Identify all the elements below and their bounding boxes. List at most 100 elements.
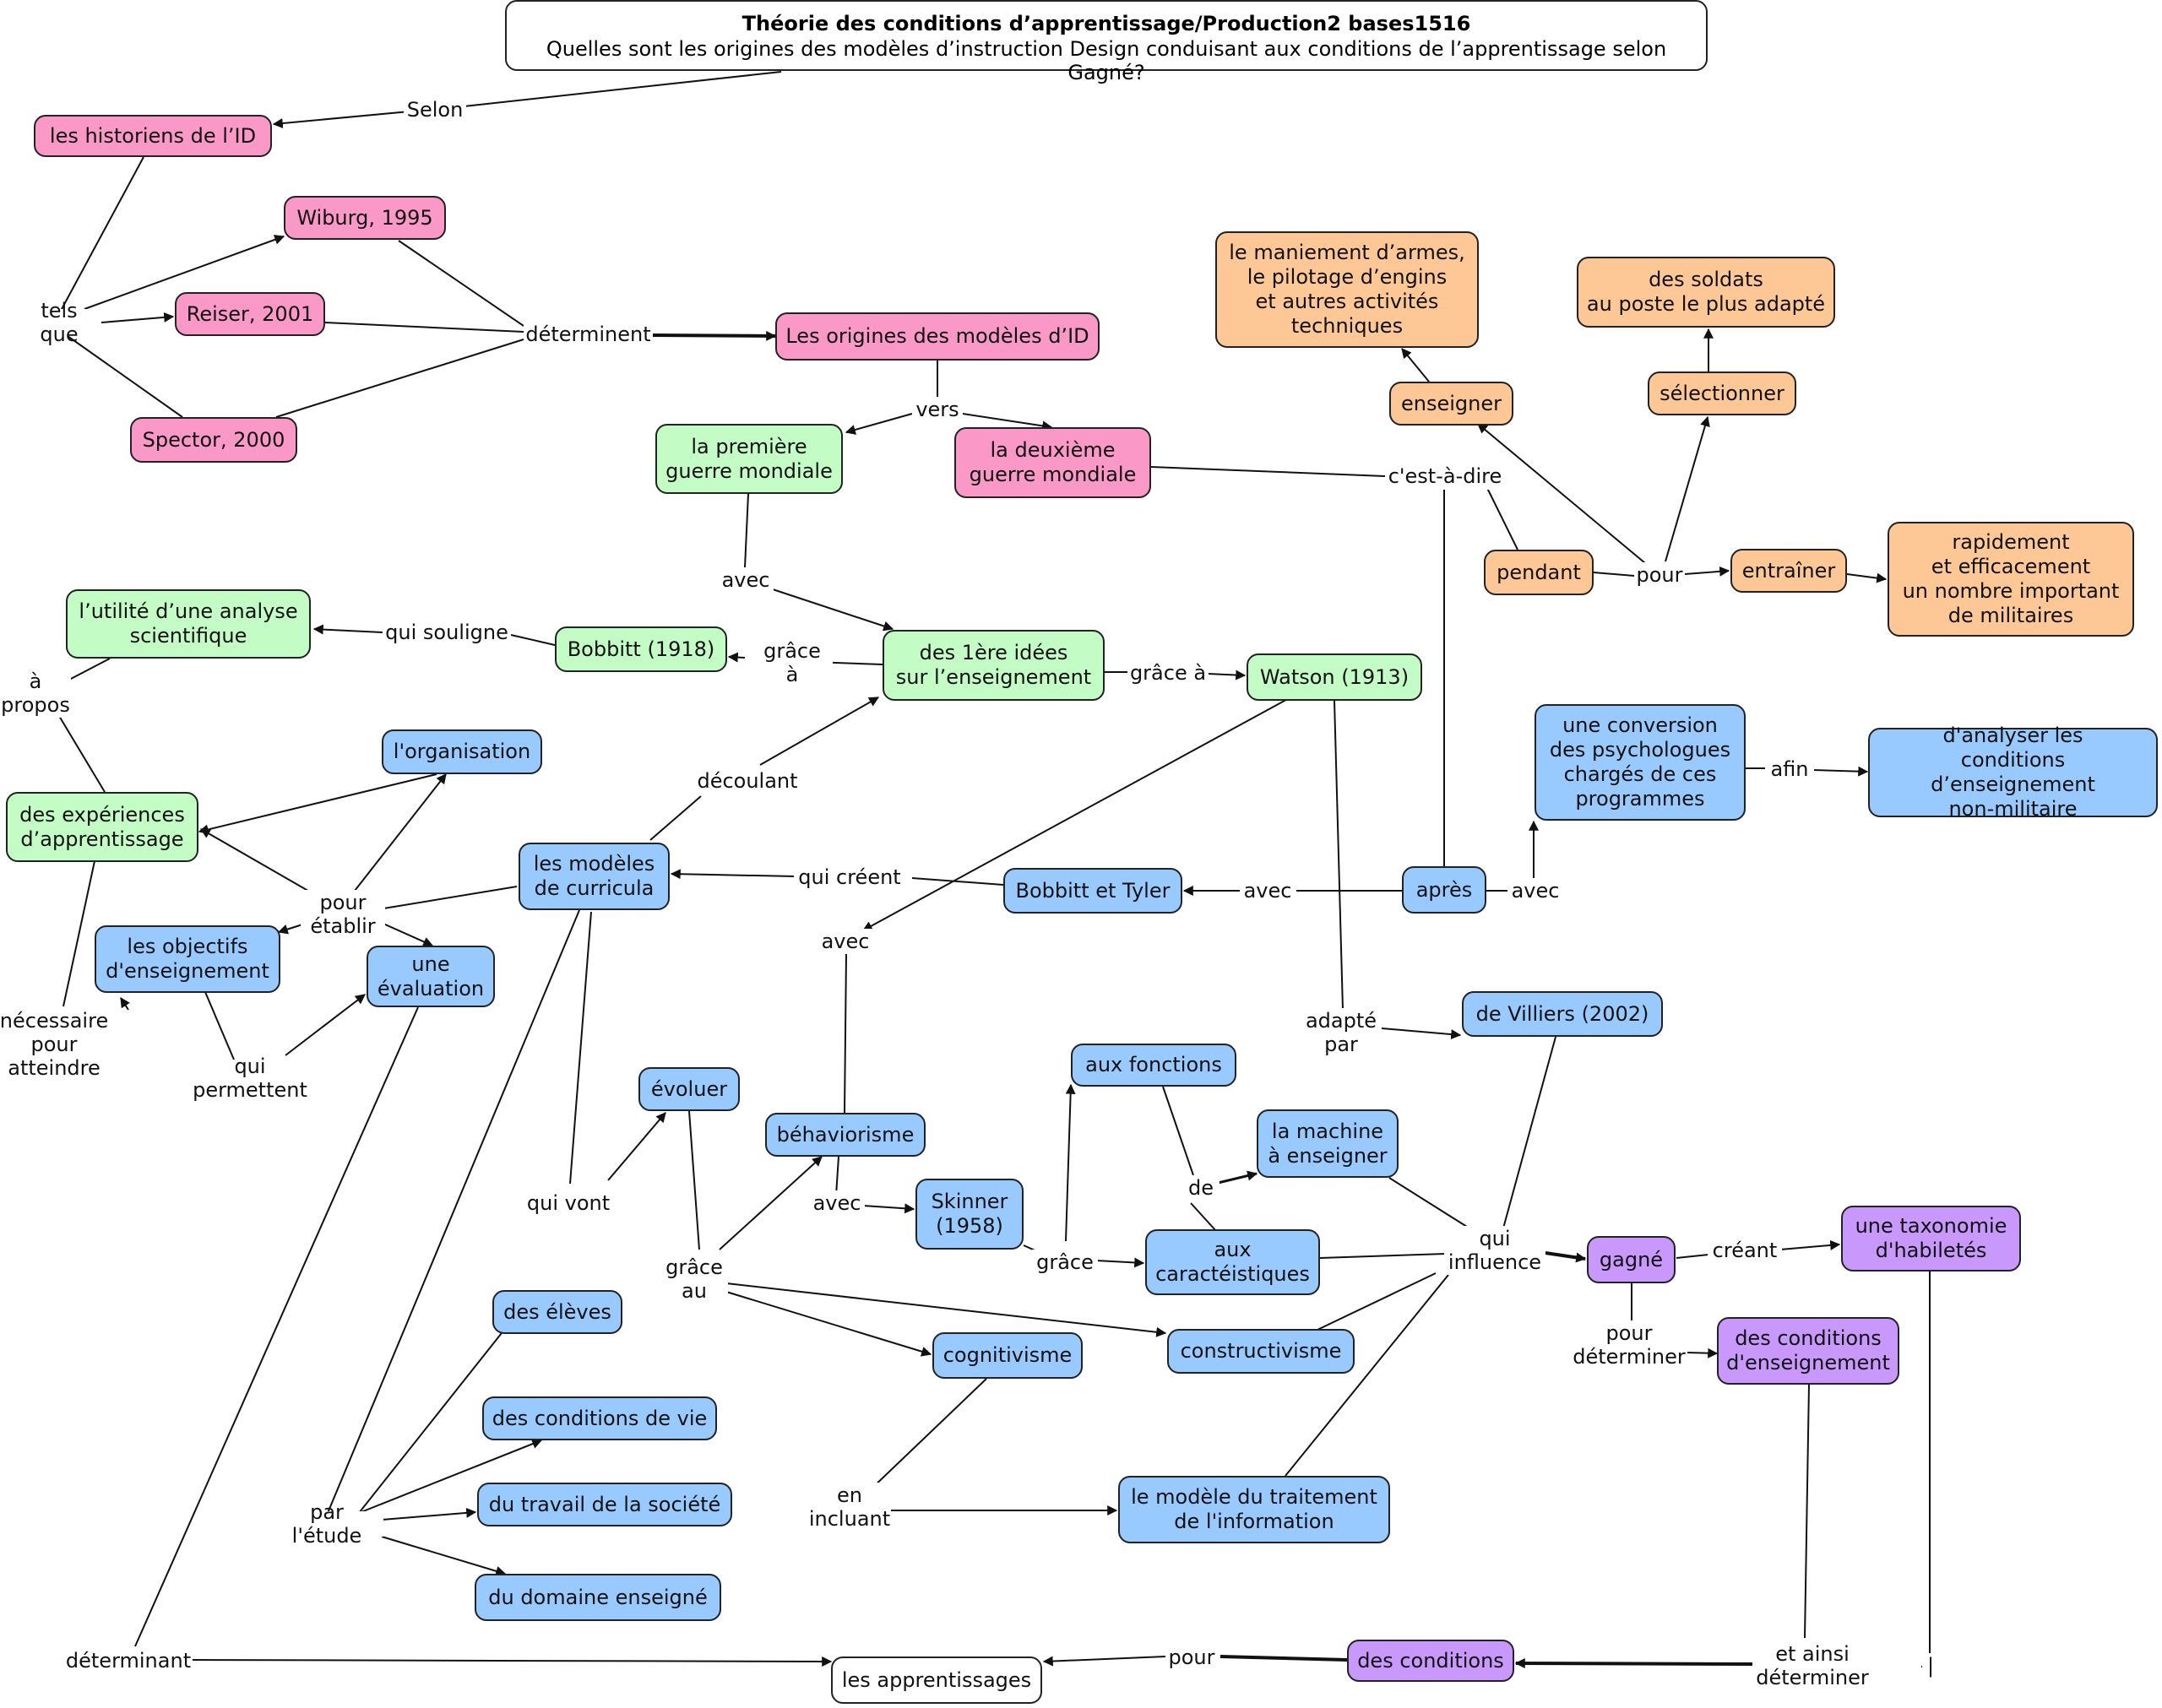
concept-origines[interactable]: Les origines des modèles d’ID xyxy=(775,312,1100,361)
concept-analyser[interactable]: d'analyser les conditions d’enseignement… xyxy=(1868,724,2158,821)
link-et-ainsi-determiner: et ainsi déterminer xyxy=(1752,1641,1872,1690)
link-line xyxy=(869,1378,987,1491)
link-line xyxy=(510,634,556,646)
link-line xyxy=(327,909,580,1514)
concept-conditions-enseignement[interactable]: des conditions d'enseignement xyxy=(1717,1317,1899,1385)
concept-evaluation[interactable]: une évaluation xyxy=(367,946,495,1007)
link-creant: créant xyxy=(1708,1238,1782,1263)
link-line xyxy=(1095,1257,1145,1268)
concept-evoluer[interactable]: évoluer xyxy=(638,1067,740,1111)
concept-taxonomie[interactable]: une taxonomie d'habiletés xyxy=(1841,1206,2021,1272)
concept-spector[interactable]: Spector, 2000 xyxy=(130,417,297,463)
link-line xyxy=(275,339,524,418)
concept-gagne[interactable]: gagné xyxy=(1587,1236,1676,1283)
concept-traitement-information[interactable]: le modèle du traitement de l'information xyxy=(1118,1476,1390,1543)
link-line xyxy=(312,624,383,635)
link-a-propos: à propos xyxy=(0,669,71,718)
link-line xyxy=(381,1536,507,1576)
concept-reiser[interactable]: Reiser, 2001 xyxy=(175,292,325,336)
link-line xyxy=(1401,348,1430,382)
concept-historiens[interactable]: les historiens de l’ID xyxy=(34,115,272,157)
concept-soldats[interactable]: des soldats au poste le plus adapté xyxy=(1577,257,1835,328)
concept-experiences[interactable]: des expériences d’apprentissage xyxy=(6,792,198,862)
concept-maniement[interactable]: le maniement d’armes, le pilotage d’engi… xyxy=(1215,231,1479,348)
concept-machine[interactable]: la machine à enseigner xyxy=(1257,1109,1399,1178)
link-line xyxy=(1388,1177,1475,1232)
link-avec-3: avec xyxy=(1507,878,1563,903)
concept-conditions-vie[interactable]: des conditions de vie xyxy=(482,1396,717,1440)
link-cest-a-dire: c'est-à-dire xyxy=(1385,463,1505,490)
link-line xyxy=(1846,572,1888,583)
concept-apres[interactable]: après xyxy=(1402,866,1486,914)
concept-rapidement[interactable]: rapidement et efficacement un nombre imp… xyxy=(1888,522,2134,637)
concept-villiers[interactable]: de Villiers (2002) xyxy=(1462,991,1663,1037)
link-line xyxy=(1477,423,1646,564)
link-line xyxy=(845,413,913,435)
link-line xyxy=(381,1507,477,1521)
concept-wiburg[interactable]: Wiburg, 1995 xyxy=(284,196,446,240)
link-necessaire: nécessaire pour atteindre xyxy=(0,1008,109,1081)
concept-aux-fonctions[interactable]: aux fonctions xyxy=(1071,1044,1236,1087)
concept-premiere-guerre[interactable]: la première guerre mondiale xyxy=(655,424,843,494)
link-line xyxy=(285,994,366,1056)
concept-domaine[interactable]: du domaine enseigné xyxy=(475,1574,721,1621)
concept-caracteristiques[interactable]: aux caractéistiques xyxy=(1145,1229,1320,1295)
concept-bobbitt-tyler[interactable]: Bobbitt et Tyler xyxy=(1003,868,1182,914)
link-line xyxy=(199,828,313,894)
concept-pendant[interactable]: pendant xyxy=(1484,550,1594,595)
concept-selectionner[interactable]: sélectionner xyxy=(1648,371,1796,415)
concept-des-conditions[interactable]: des conditions xyxy=(1347,1640,1514,1682)
link-avec-1: avec xyxy=(718,567,774,593)
link-line xyxy=(1220,1655,1348,1662)
link-pour-top: pour xyxy=(1634,562,1685,588)
link-grace-au: grâce au xyxy=(660,1255,728,1304)
link-line xyxy=(1334,700,1344,1011)
link-adapte-par: adapté par xyxy=(1301,1008,1382,1057)
concept-travail[interactable]: du travail de la société xyxy=(477,1483,732,1526)
concept-apprentissages[interactable]: les apprentissages xyxy=(831,1656,1042,1704)
link-line xyxy=(725,1282,1167,1337)
link-avec-2: avec xyxy=(1240,878,1296,903)
link-qui-souligne: qui souligne xyxy=(383,620,511,645)
concept-constructivisme[interactable]: constructivisme xyxy=(1167,1329,1355,1374)
link-line xyxy=(652,330,777,341)
concept-enseigner[interactable]: enseigner xyxy=(1389,382,1513,426)
link-line xyxy=(1779,1239,1841,1250)
concept-behaviorisme[interactable]: béhaviorisme xyxy=(765,1113,926,1157)
link-line xyxy=(84,235,285,310)
link-line xyxy=(1381,1028,1462,1040)
concept-deuxieme-guerre[interactable]: la deuxième guerre mondiale xyxy=(954,427,1151,498)
link-line xyxy=(1207,670,1247,680)
concept-organisation[interactable]: l'organisation xyxy=(382,729,542,774)
link-line xyxy=(1593,572,1635,577)
link-line xyxy=(62,860,95,1007)
map-title: Théorie des conditions d’apprentissage/P… xyxy=(741,12,1471,35)
link-line xyxy=(835,1156,839,1196)
concept-watson[interactable]: Watson (1913) xyxy=(1247,653,1422,701)
concept-bobbitt-1918[interactable]: Bobbitt (1918) xyxy=(555,626,727,672)
link-line xyxy=(1514,1658,1756,1669)
concept-entrainer[interactable]: entraîner xyxy=(1730,549,1847,593)
link-line xyxy=(398,240,524,327)
concept-cognitivisme[interactable]: cognitivisme xyxy=(932,1332,1083,1379)
link-pipe: | xyxy=(1922,1653,1939,1678)
link-grace-a-1: grâce à xyxy=(752,638,833,687)
concept-objectifs[interactable]: les objectifs d'enseignement xyxy=(95,925,280,993)
link-line xyxy=(1812,766,1869,777)
link-avec-5: avec xyxy=(809,1190,865,1216)
map-subtitle: Quelles sont les origines des modèles d’… xyxy=(546,37,1667,84)
link-qui-permettent: qui permettent xyxy=(172,1055,328,1102)
link-vers: vers xyxy=(912,397,963,422)
concept-modeles-curricula[interactable]: les modèles de curricula xyxy=(519,843,670,910)
concept-skinner[interactable]: Skinner (1958) xyxy=(915,1179,1024,1250)
link-decoulant: découlant xyxy=(693,768,802,794)
concept-conversion[interactable]: une conversion des psychologues chargés … xyxy=(1535,704,1746,821)
link-line xyxy=(358,1439,543,1514)
link-line xyxy=(67,335,183,418)
concept-eleves[interactable]: des élèves xyxy=(492,1290,622,1334)
concept-premieres-idees[interactable]: des 1ère idées sur l’enseignement xyxy=(883,630,1105,701)
link-line xyxy=(455,71,782,108)
link-line xyxy=(204,991,235,1060)
concept-utilite[interactable]: l’utilité d’une analyse scientifique xyxy=(66,589,311,659)
